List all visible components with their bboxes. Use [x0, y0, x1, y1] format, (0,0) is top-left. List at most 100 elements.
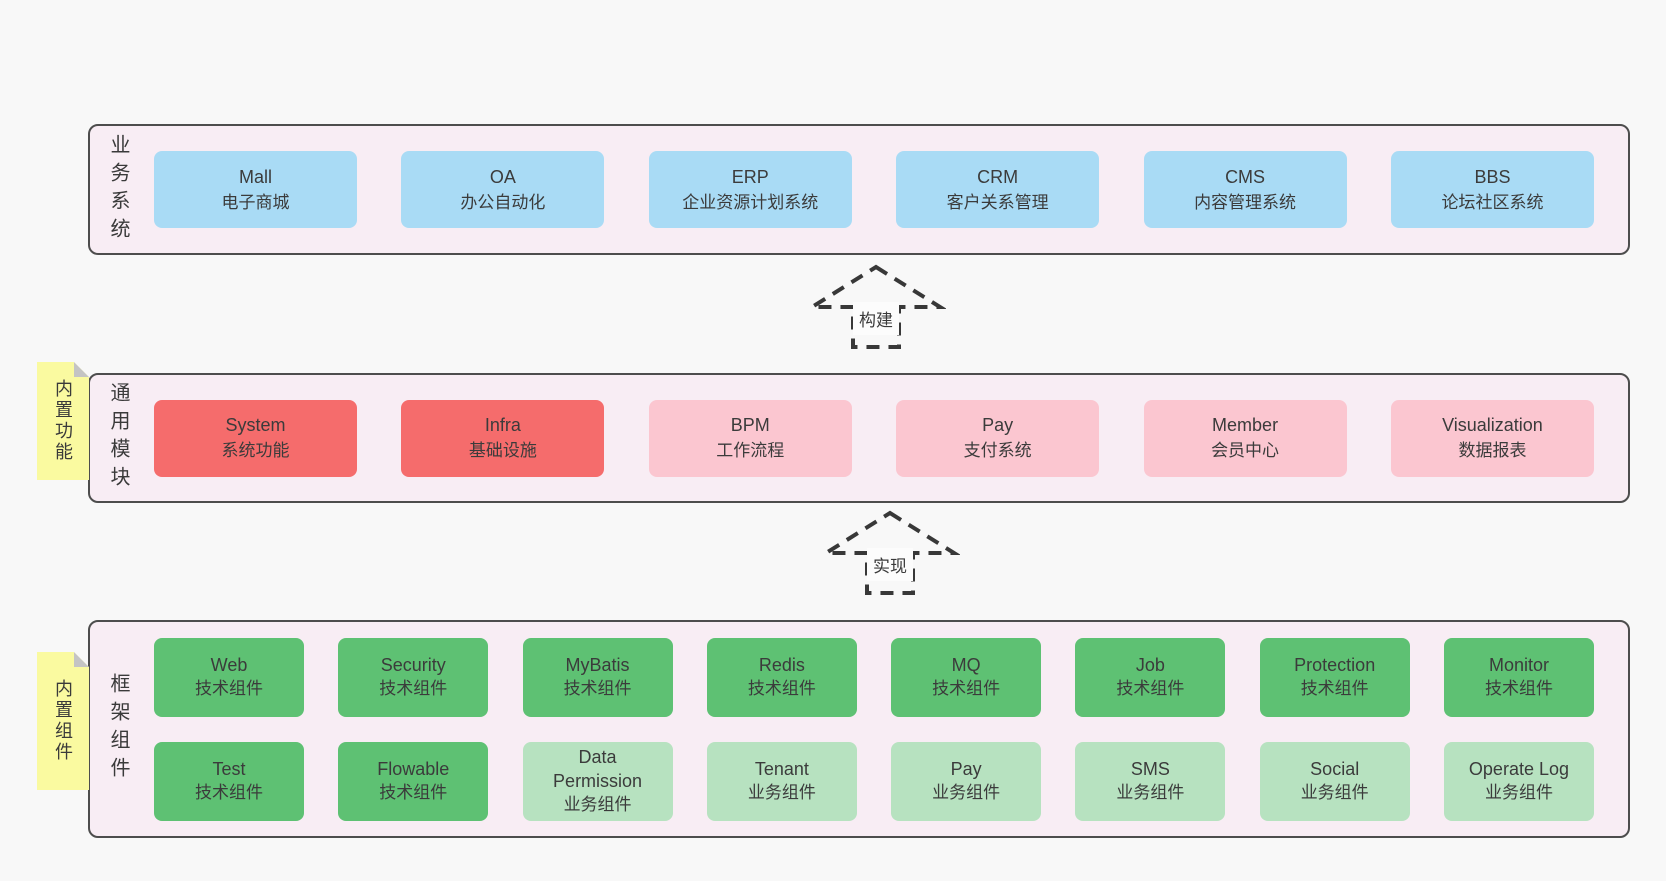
box-name: Tenant	[754, 759, 809, 779]
arrow-build-label: 构建	[853, 302, 899, 335]
box-test: Test 技术组件	[154, 741, 304, 821]
box-name: Mall	[238, 166, 272, 187]
box-protection: Protection 技术组件	[1259, 637, 1410, 717]
box-member: Member 会员中心	[1143, 399, 1347, 477]
box-name: Visualization	[1442, 415, 1543, 435]
arrow-implement-label: 实现	[867, 548, 913, 581]
box-name: Protection	[1294, 655, 1376, 675]
box-desc: 企业资源计划系统	[682, 192, 819, 212]
box-name: BBS	[1474, 166, 1511, 187]
box-name: SMS	[1130, 759, 1170, 779]
box-social: Social 业务组件	[1259, 741, 1410, 821]
box-name: System	[225, 415, 286, 435]
box-desc: 技术组件	[932, 679, 1001, 698]
box-desc: 技术组件	[195, 679, 263, 698]
box-desc: 业务组件	[1116, 783, 1185, 802]
box-name: MyBatis	[565, 655, 630, 675]
sticky-note-built-in-features: 内置功能	[37, 362, 89, 480]
box-name: OA	[489, 166, 516, 187]
box-name: CRM	[977, 166, 1019, 187]
box-name: MQ	[951, 655, 981, 675]
box-desc: 业务组件	[932, 783, 1001, 802]
box-desc: 业务组件	[1300, 783, 1369, 802]
box-flowable: Flowable 技术组件	[338, 741, 489, 821]
sticky-note-built-in-components: 内置组件	[37, 652, 89, 790]
box-pay: Pay 支付系统	[896, 399, 1100, 477]
box-name: Data Permission	[553, 747, 643, 791]
box-system: System 系统功能	[154, 399, 357, 477]
box-name: Web	[210, 655, 248, 675]
box-crm: CRM 客户关系管理	[896, 151, 1100, 228]
note-text: 内置组件	[53, 679, 73, 763]
box-name: ERP	[731, 166, 769, 187]
section-label-framework: 框架组件	[107, 673, 129, 785]
box-desc: 工作流程	[716, 441, 785, 460]
box-desc: 支付系统	[963, 441, 1032, 460]
box-name: Pay	[982, 415, 1014, 435]
box-desc: 技术组件	[563, 679, 632, 698]
box-bpm: BPM 工作流程	[648, 399, 852, 477]
box-web: Web 技术组件	[154, 637, 304, 717]
box-desc: 技术组件	[1116, 679, 1185, 698]
box-desc: 技术组件	[1484, 679, 1553, 698]
box-desc: 技术组件	[747, 679, 816, 698]
box-desc: 技术组件	[195, 783, 263, 802]
box-name: Job	[1135, 655, 1165, 675]
box-name: Test	[212, 759, 246, 779]
box-desc: 系统功能	[221, 441, 290, 460]
dashed-up-arrow-icon	[820, 510, 960, 595]
box-name: Security	[380, 655, 446, 675]
box-desc: 数据报表	[1458, 441, 1527, 460]
section-label-modules: 通用模块	[107, 382, 129, 494]
box-bbs: BBS 论坛社区系统	[1390, 151, 1594, 228]
box-desc: 内容管理系统	[1194, 192, 1297, 212]
box-name: Operate Log	[1468, 759, 1569, 779]
note-text: 内置功能	[53, 379, 73, 463]
box-redis: Redis 技术组件	[706, 637, 857, 717]
box-name: Pay	[950, 759, 982, 779]
note-fold-icon	[74, 652, 89, 667]
box-name: Flowable	[377, 759, 450, 779]
box-oa: OA 办公自动化	[401, 151, 605, 228]
box-desc: 技术组件	[379, 783, 448, 802]
box-desc: 客户关系管理	[946, 192, 1049, 212]
box-pay: Pay 业务组件	[891, 741, 1042, 821]
box-name: Redis	[758, 655, 805, 675]
box-desc: 技术组件	[1300, 679, 1369, 698]
box-desc: 技术组件	[379, 679, 448, 698]
box-monitor: Monitor 技术组件	[1443, 637, 1594, 717]
box-name: Monitor	[1488, 655, 1549, 675]
box-name: Social	[1310, 759, 1360, 779]
box-name: Member	[1212, 415, 1279, 435]
box-mq: MQ 技术组件	[891, 637, 1042, 717]
box-desc: 会员中心	[1211, 441, 1280, 460]
box-mybatis: MyBatis 技术组件	[522, 637, 673, 717]
box-name: Infra	[484, 415, 521, 435]
arrow-implement: 实现	[820, 510, 960, 596]
box-job: Job 技术组件	[1075, 637, 1226, 717]
box-tenant: Tenant 业务组件	[706, 741, 857, 821]
box-name: BPM	[730, 415, 770, 435]
note-fold-icon	[74, 362, 89, 377]
box-erp: ERP 企业资源计划系统	[648, 151, 852, 228]
box-desc: 论坛社区系统	[1441, 192, 1544, 212]
box-visualization: Visualization 数据报表	[1390, 399, 1594, 477]
box-desc: 办公自动化	[460, 192, 546, 212]
box-desc: 业务组件	[747, 783, 816, 802]
box-security: Security 技术组件	[338, 637, 489, 717]
arrow-build: 构建	[806, 264, 946, 350]
section-label-business: 业务系统	[107, 133, 129, 246]
